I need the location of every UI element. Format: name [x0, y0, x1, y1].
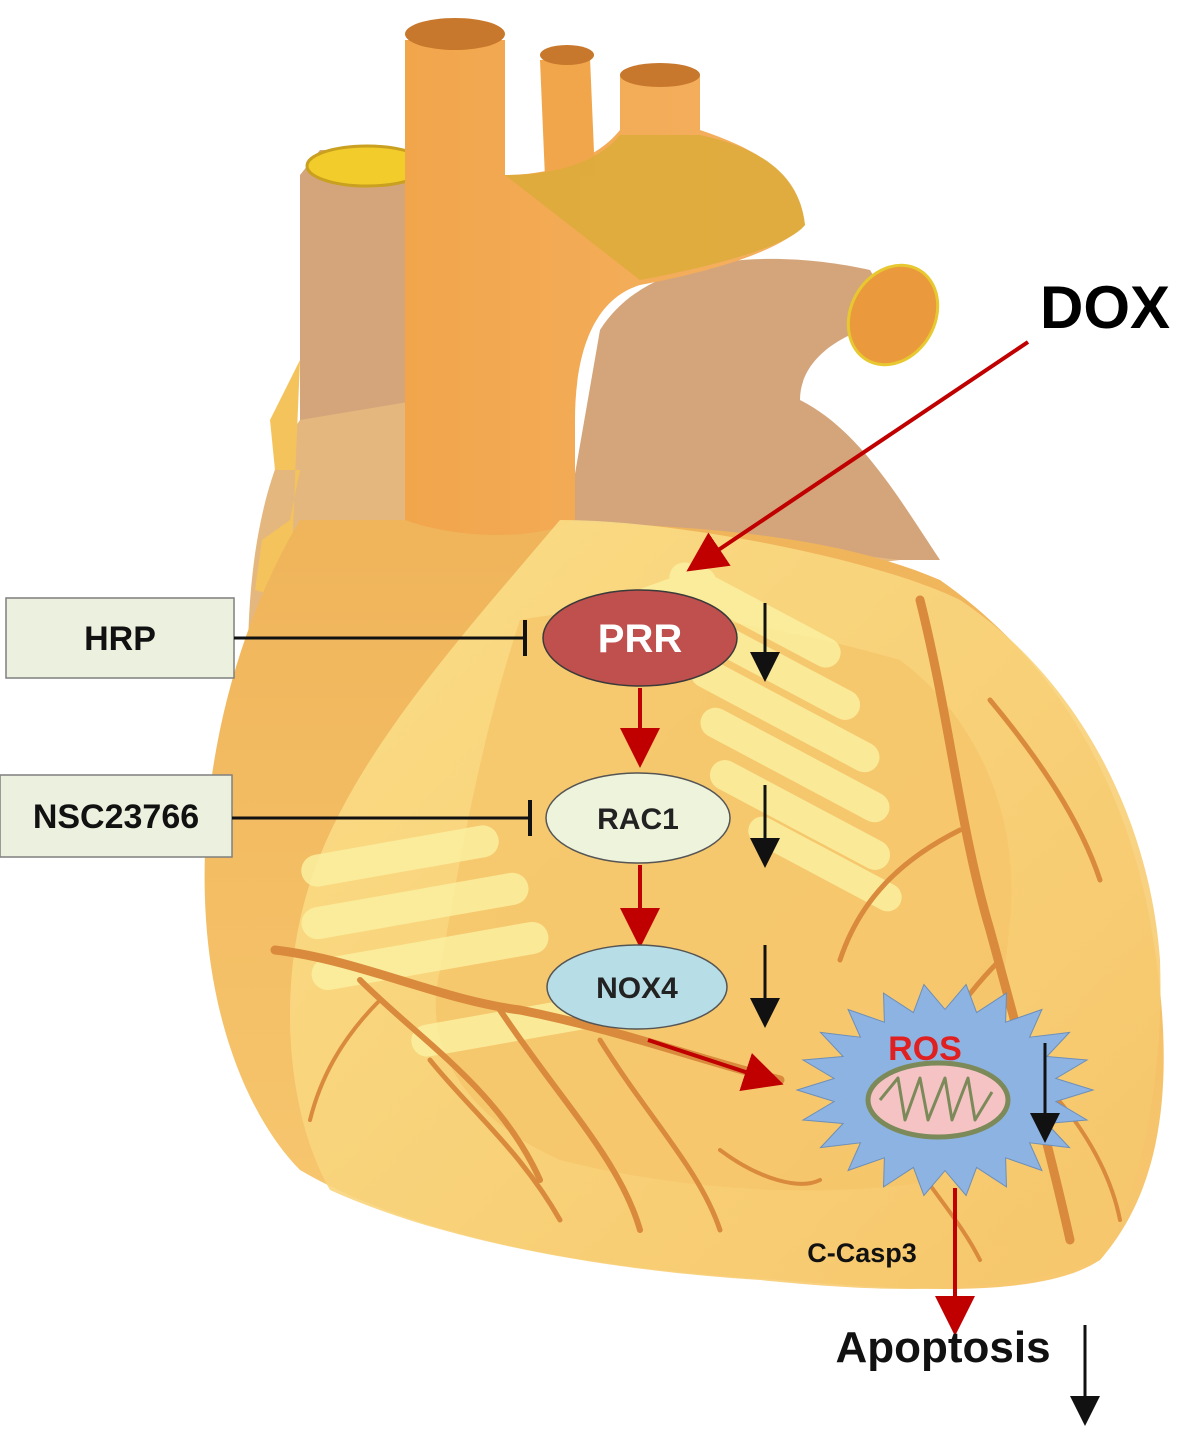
rac1-node: [545, 772, 731, 864]
prr-label: PRR: [598, 617, 683, 661]
dox-to-prr-arrow: [686, 340, 1030, 572]
pulmonary-artery: [560, 258, 940, 560]
nsc23766-box: [0, 774, 233, 858]
hrp-label: HRP: [84, 620, 156, 658]
hrp-inhibitor: HRP: [5, 597, 527, 679]
aorta-opening-2: [540, 45, 594, 65]
ros-burst: ROS: [795, 983, 1095, 1197]
apoptosis-label: Apoptosis: [835, 1323, 1050, 1372]
aorta-side-branch: [540, 58, 595, 178]
c-casp3-label: C-Casp3: [807, 1238, 917, 1268]
nsc23766-label: NSC23766: [33, 798, 199, 836]
mitochondrion-icon: [865, 1060, 1011, 1140]
vena-cava: [300, 150, 430, 420]
prr-node: [542, 589, 738, 687]
nox4-node: [546, 944, 728, 1030]
dox-label: DOX: [1040, 274, 1170, 341]
aorta-opening-3: [620, 63, 700, 87]
aorta-opening-1: [405, 18, 505, 50]
rac1-label: RAC1: [597, 803, 679, 836]
nox4-label: NOX4: [596, 972, 678, 1005]
pulmonary-artery-opening: [846, 263, 940, 367]
nox4-to-ros-arrow: [647, 1038, 784, 1092]
nsc23766-inhibitor: NSC23766: [0, 774, 532, 858]
hrp-box: [5, 597, 235, 679]
aortic-arch-shade: [505, 135, 805, 280]
